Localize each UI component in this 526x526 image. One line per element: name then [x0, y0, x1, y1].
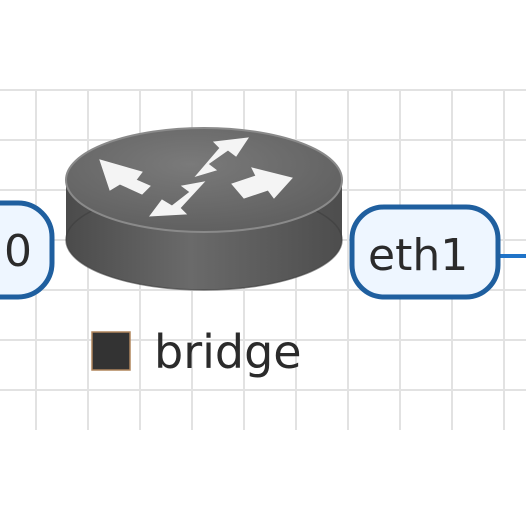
interface-left-shape — [0, 200, 55, 300]
status-square-icon — [91, 331, 131, 371]
interface-left[interactable]: 0 — [0, 200, 55, 300]
interface-right-shape — [349, 204, 501, 300]
router-label-group: bridge — [91, 325, 302, 379]
router-device[interactable] — [65, 127, 343, 291]
router-label: bridge — [154, 325, 302, 379]
interface-right[interactable]: eth1 — [349, 204, 501, 300]
interface-left-label: 0 — [4, 226, 32, 277]
interface-right-label: eth1 — [368, 230, 468, 281]
router-icon — [65, 127, 343, 291]
